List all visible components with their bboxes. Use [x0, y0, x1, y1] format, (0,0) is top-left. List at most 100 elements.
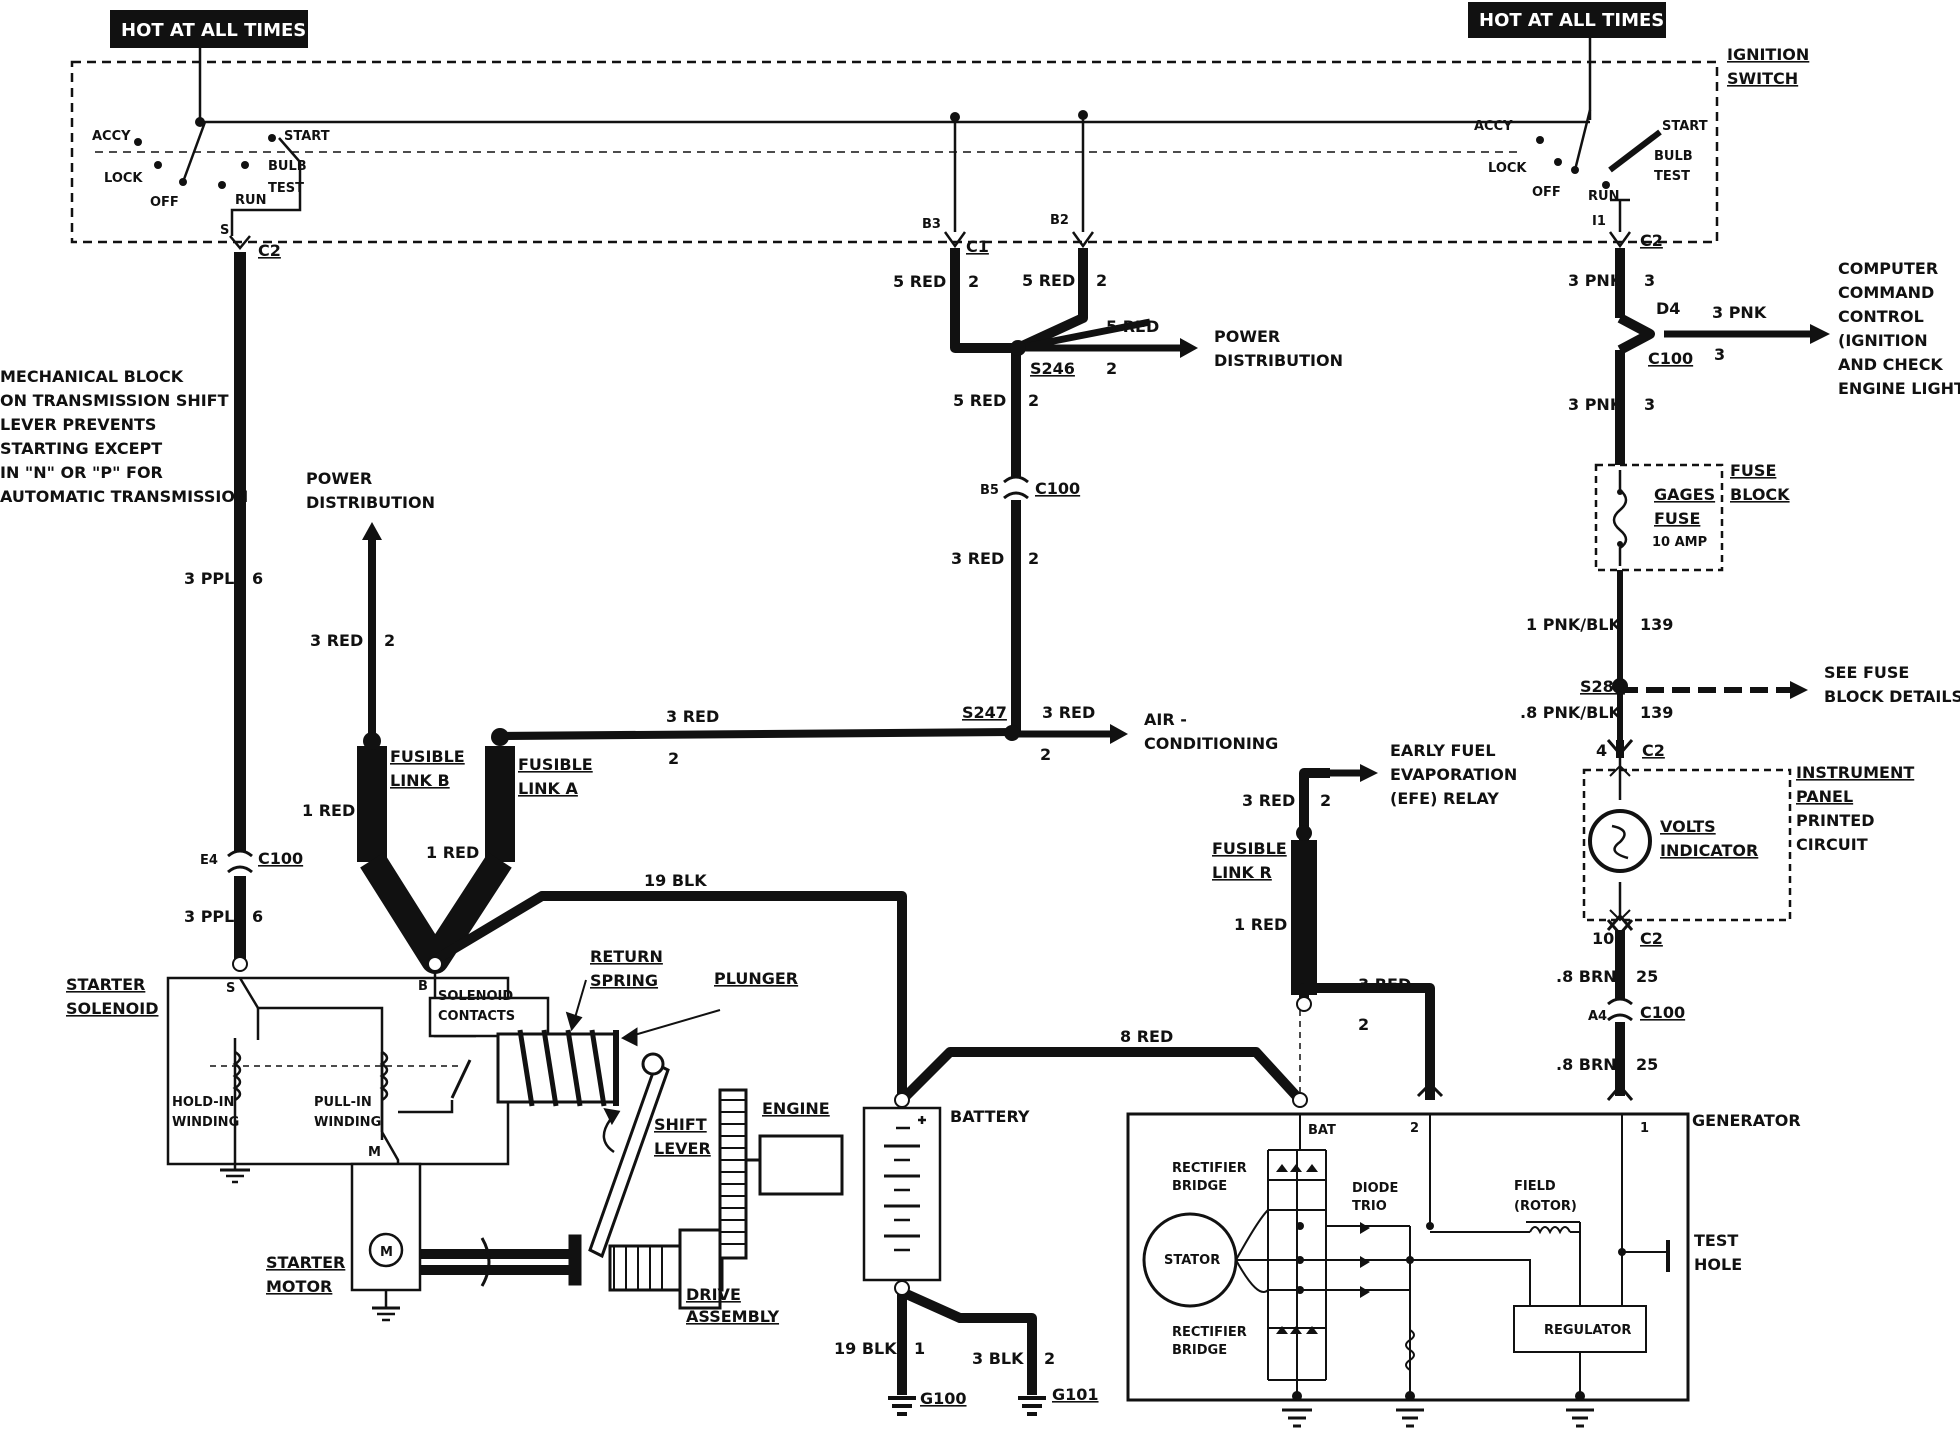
- svg-text:C100: C100: [1648, 349, 1693, 368]
- svg-text:STARTER: STARTER: [66, 975, 145, 994]
- hot-label-left: HOT AT ALL TIMES: [110, 10, 308, 48]
- svg-text:RECTIFIER: RECTIFIER: [1172, 1161, 1247, 1176]
- svg-text:RETURN: RETURN: [590, 947, 663, 966]
- svg-text:A4: A4: [1588, 1009, 1607, 1024]
- svg-text:ACCY: ACCY: [92, 129, 131, 144]
- svg-text:DISTRIBUTION: DISTRIBUTION: [1214, 351, 1343, 370]
- svg-text:2: 2: [1028, 549, 1039, 568]
- svg-text:SOLENOID: SOLENOID: [438, 989, 513, 1004]
- ignition-switch-title: IGNITION: [1727, 45, 1809, 64]
- svg-text:C100: C100: [1640, 1003, 1685, 1022]
- svg-text:1 RED: 1 RED: [426, 843, 479, 862]
- svg-text:MECHANICAL BLOCK: MECHANICAL BLOCK: [0, 367, 184, 386]
- svg-text:2: 2: [968, 272, 979, 291]
- svg-text:FUSE: FUSE: [1730, 461, 1776, 480]
- svg-text:1: 1: [914, 1339, 925, 1358]
- battery-label: BATTERY: [950, 1107, 1030, 1126]
- svg-text:2: 2: [1040, 745, 1051, 764]
- svg-text:LEVER: LEVER: [654, 1139, 711, 1158]
- svg-text:LEVER PREVENTS: LEVER PREVENTS: [0, 415, 156, 434]
- svg-text:EVAPORATION: EVAPORATION: [1390, 765, 1517, 784]
- svg-text:PLUNGER: PLUNGER: [714, 969, 798, 988]
- svg-text:1 RED: 1 RED: [1234, 915, 1287, 934]
- svg-text:C2: C2: [1640, 929, 1663, 948]
- svg-text:2: 2: [384, 631, 395, 650]
- volts-indicator-label: VOLTS: [1660, 817, 1716, 836]
- svg-text:HOLE: HOLE: [1694, 1255, 1742, 1274]
- svg-text:M: M: [368, 1145, 381, 1160]
- svg-text:RECTIFIER: RECTIFIER: [1172, 1325, 1247, 1340]
- fusible-link-labels: FUSIBLE LINK B FUSIBLE LINK A FUSIBLE LI…: [390, 747, 1287, 882]
- starter-mechanism: [418, 979, 844, 1310]
- svg-text:B2: B2: [1050, 213, 1069, 228]
- svg-text:LINK B: LINK B: [390, 771, 450, 790]
- instrument-panel: VOLTS INDICATOR INSTRUMENT PANEL PRINTED…: [1582, 758, 1914, 922]
- svg-text:I1: I1: [1592, 214, 1606, 229]
- svg-text:AUTOMATIC TRANSMISSION: AUTOMATIC TRANSMISSION: [0, 487, 248, 506]
- svg-text:RUN: RUN: [235, 193, 266, 208]
- svg-text:C2: C2: [1642, 741, 1665, 760]
- svg-text:COMMAND: COMMAND: [1838, 283, 1934, 302]
- wire-labels: 5 RED 2 5 RED 2 5 RED 2 S246 5 RED 2 B5 …: [184, 271, 1767, 1368]
- svg-text:TEST: TEST: [1654, 169, 1690, 184]
- svg-text:5 RED: 5 RED: [1022, 271, 1075, 290]
- svg-text:1 RED: 1 RED: [302, 801, 355, 820]
- svg-text:TEST: TEST: [268, 181, 304, 196]
- splice-s247: S247: [962, 703, 1007, 722]
- svg-text:BLOCK DETAILS: BLOCK DETAILS: [1824, 687, 1960, 706]
- svg-text:139: 139: [1640, 703, 1673, 722]
- svg-text:10 AMP: 10 AMP: [1652, 535, 1707, 550]
- svg-text:AIR -: AIR -: [1144, 710, 1187, 729]
- svg-text:GAGES: GAGES: [1654, 485, 1715, 504]
- svg-text:3 BLK: 3 BLK: [972, 1349, 1024, 1368]
- svg-text:GENERATOR: GENERATOR: [1692, 1111, 1801, 1130]
- svg-text:START: START: [284, 129, 330, 144]
- starter-motor-m: M: [380, 1245, 393, 1260]
- ignition-switch-title-2: SWITCH: [1727, 69, 1798, 88]
- svg-text:CONTACTS: CONTACTS: [438, 1009, 515, 1024]
- svg-text:C100: C100: [1035, 479, 1080, 498]
- svg-text:SOLENOID: SOLENOID: [66, 999, 158, 1018]
- svg-text:3 PNK: 3 PNK: [1568, 271, 1623, 290]
- ignition-switch-internals: [95, 38, 1662, 236]
- svg-text:3 RED: 3 RED: [1358, 975, 1411, 994]
- svg-text:4: 4: [1596, 741, 1607, 760]
- destination-labels: POWER DISTRIBUTION POWER DISTRIBUTION AI…: [306, 259, 1960, 808]
- svg-text:3 PPL: 3 PPL: [184, 569, 234, 588]
- svg-text:1: 1: [1640, 1121, 1649, 1136]
- svg-text:5 RED: 5 RED: [953, 391, 1006, 410]
- svg-text:PRINTED: PRINTED: [1796, 811, 1875, 830]
- svg-text:(ROTOR): (ROTOR): [1514, 1199, 1577, 1214]
- svg-text:S: S: [220, 223, 229, 238]
- svg-text:6: 6: [252, 907, 263, 926]
- svg-text:5 RED: 5 RED: [1106, 317, 1159, 336]
- svg-text:PULL-IN: PULL-IN: [314, 1095, 372, 1110]
- svg-text:19 BLK: 19 BLK: [644, 871, 707, 890]
- svg-text:2: 2: [1028, 391, 1039, 410]
- svg-text:ACCY: ACCY: [1474, 119, 1513, 134]
- svg-text:3 RED: 3 RED: [951, 549, 1004, 568]
- wires: [234, 248, 1810, 1395]
- svg-text:B3: B3: [922, 217, 941, 232]
- svg-text:EARLY FUEL: EARLY FUEL: [1390, 741, 1496, 760]
- svg-text:.8 BRN: .8 BRN: [1556, 967, 1617, 986]
- svg-text:ENGINE LIGHT): ENGINE LIGHT): [1838, 379, 1960, 398]
- svg-text:DRIVE: DRIVE: [686, 1285, 741, 1304]
- svg-text:SPRING: SPRING: [590, 971, 658, 990]
- arrowheads: [362, 324, 1830, 782]
- svg-text:FIELD: FIELD: [1514, 1179, 1556, 1194]
- svg-text:FUSE: FUSE: [1654, 509, 1700, 528]
- svg-text:E4: E4: [200, 853, 218, 868]
- svg-text:.8 PNK/BLK: .8 PNK/BLK: [1520, 703, 1622, 722]
- svg-text:3 RED: 3 RED: [666, 707, 719, 726]
- svg-text:25: 25: [1636, 1055, 1658, 1074]
- connector-c2-left: C2: [258, 241, 281, 260]
- svg-text:HOT AT ALL TIMES: HOT AT ALL TIMES: [1479, 10, 1664, 31]
- svg-text:3 PNK: 3 PNK: [1568, 395, 1623, 414]
- svg-text:TEST: TEST: [1694, 1231, 1738, 1250]
- svg-text:S: S: [226, 981, 235, 996]
- connector-c2-right: C2: [1640, 231, 1663, 250]
- svg-text:3 PPL: 3 PPL: [184, 907, 234, 926]
- svg-text:TRIO: TRIO: [1352, 1199, 1387, 1214]
- ground-g101: G101: [1052, 1385, 1099, 1404]
